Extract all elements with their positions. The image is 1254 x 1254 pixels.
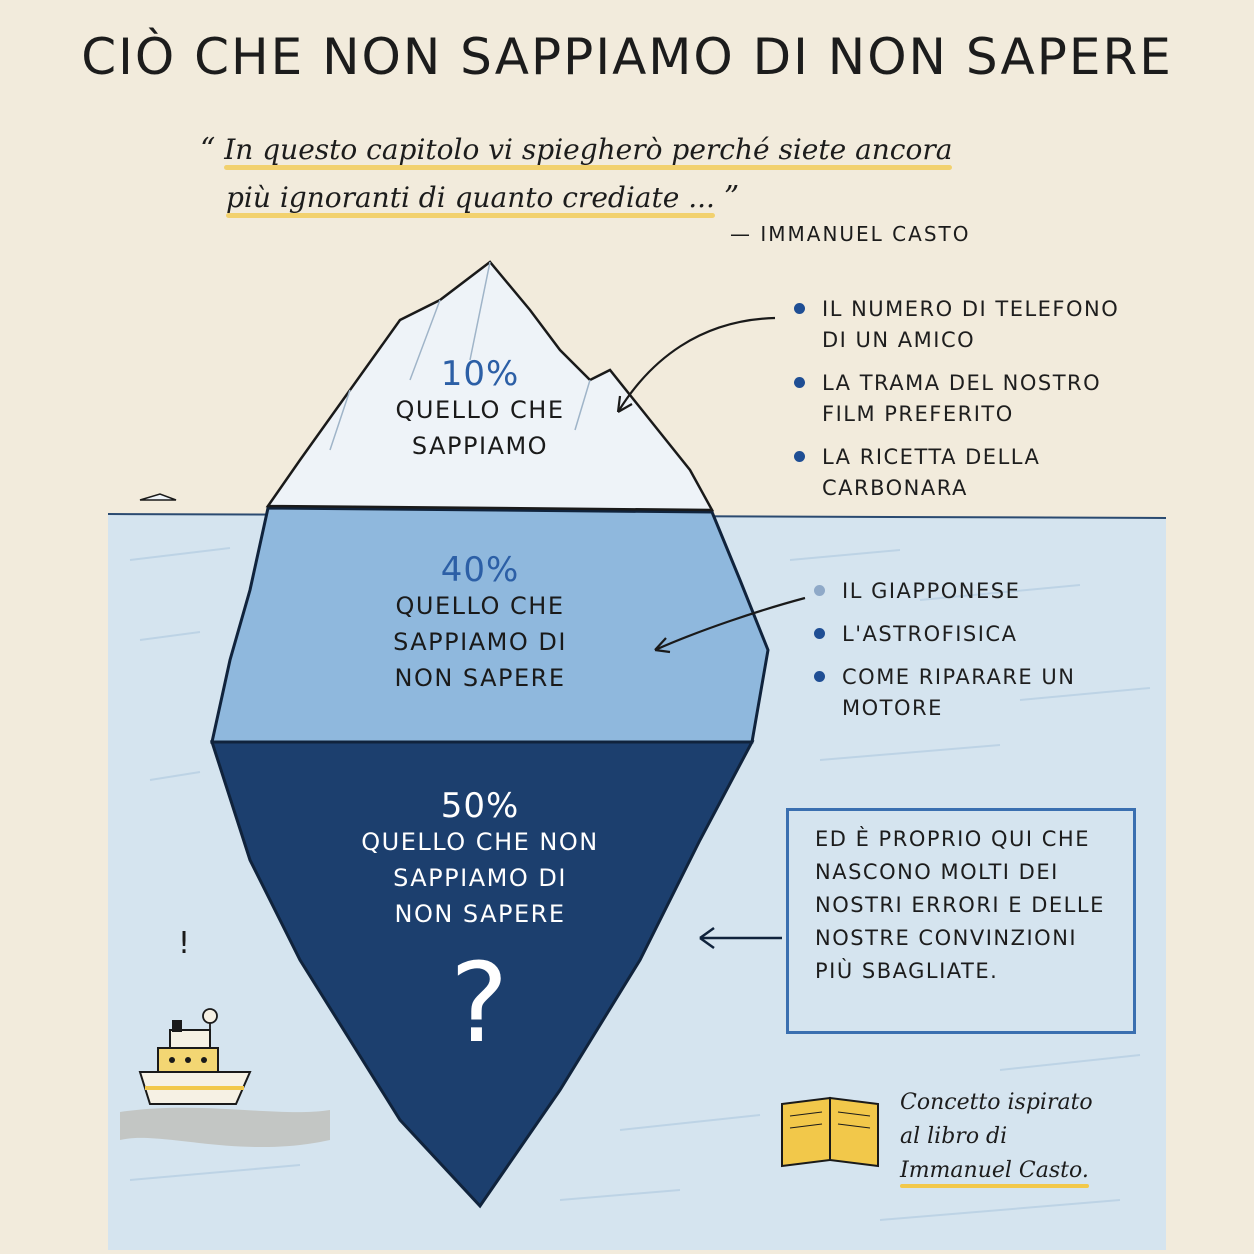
bullet-dot xyxy=(814,585,825,596)
arrow-known-unknown xyxy=(654,596,806,652)
book-note-line-3: Immanuel Casto. xyxy=(900,1154,1089,1188)
book-note: Concetto ispirato al libro di Immanuel C… xyxy=(900,1086,1093,1188)
middle-section-line: QUELLO CHE xyxy=(395,592,565,620)
list-item: IL GIAPPONESE xyxy=(812,576,1132,607)
middle-section-label: 40% QUELLO CHE SAPPIAMO DI NON SAPERE xyxy=(340,552,620,696)
top-section-percent: 10% xyxy=(440,354,520,394)
known-list: IL NUMERO DI TELEFONO DI UN AMICO LA TRA… xyxy=(792,294,1152,516)
quote-close-mark: ” xyxy=(723,180,740,215)
note-box: ED È PROPRIO QUI CHE NASCONO MOLTI DEI N… xyxy=(786,808,1136,1034)
iceberg-top-shading xyxy=(329,261,591,451)
page-title: CIÒ CHE NON SAPPIAMO DI NON SAPERE xyxy=(81,28,1173,86)
bullet-dot xyxy=(814,671,825,682)
known-unknown-list: IL GIAPPONESE L'ASTROFISICA COME RIPARAR… xyxy=(812,576,1132,736)
bottom-section-label: 50% QUELLO CHE NON SAPPIAMO DI NON SAPER… xyxy=(310,788,650,1068)
bottom-section-line: NON SAPERE xyxy=(394,900,566,928)
bullet-dot xyxy=(814,628,825,639)
quote-author: — IMMANUEL CASTO xyxy=(730,222,971,246)
arrow-known xyxy=(617,316,776,413)
boat-exclamation: ! xyxy=(178,926,191,961)
list-item: IL NUMERO DI TELEFONO DI UN AMICO xyxy=(792,294,1152,356)
book-note-line-2: al libro di xyxy=(900,1124,1008,1149)
top-section-label: 10% QUELLO CHE SAPPIAMO xyxy=(360,356,600,464)
book-note-line-1: Concetto ispirato xyxy=(900,1090,1093,1115)
quote-open-mark: “ xyxy=(200,132,216,167)
ice-chunk xyxy=(139,493,177,501)
list-item: LA TRAMA DEL NOSTRO FILM PREFERITO xyxy=(792,368,1152,430)
bullet-dot xyxy=(794,451,805,462)
top-section-line: SAPPIAMO xyxy=(411,432,549,460)
bullet-dot xyxy=(794,303,805,314)
top-section-line: QUELLO CHE xyxy=(395,396,565,424)
list-item: COME RIPARARE UN MOTORE xyxy=(812,662,1132,724)
quote-block: “ In questo capitolo vi spiegherò perché… xyxy=(200,126,1020,222)
bottom-section-line: SAPPIAMO DI xyxy=(393,864,567,892)
middle-section-percent: 40% xyxy=(440,550,520,590)
sea-hatching xyxy=(129,547,1151,1221)
iceberg-middle-section xyxy=(210,506,770,744)
middle-section-line: NON SAPERE xyxy=(394,664,566,692)
quote-line-2: più ignoranti di quanto crediate ... xyxy=(226,174,715,222)
bullet-dot xyxy=(794,377,805,388)
quote-line-1: In questo capitolo vi spiegherò perché s… xyxy=(224,126,953,174)
question-mark: ? xyxy=(450,939,510,1067)
boat-drawing xyxy=(120,1008,330,1148)
iceberg-top-section xyxy=(265,260,715,512)
iceberg-bottom-section xyxy=(209,740,755,1209)
list-item: LA RICETTA DELLA CARBONARA xyxy=(792,442,1152,504)
bottom-section-line: QUELLO CHE NON xyxy=(361,828,599,856)
middle-section-line: SAPPIAMO DI xyxy=(393,628,567,656)
list-item: L'ASTROFISICA xyxy=(812,619,1132,650)
bottom-section-percent: 50% xyxy=(440,786,520,826)
book-icon xyxy=(781,1096,879,1168)
